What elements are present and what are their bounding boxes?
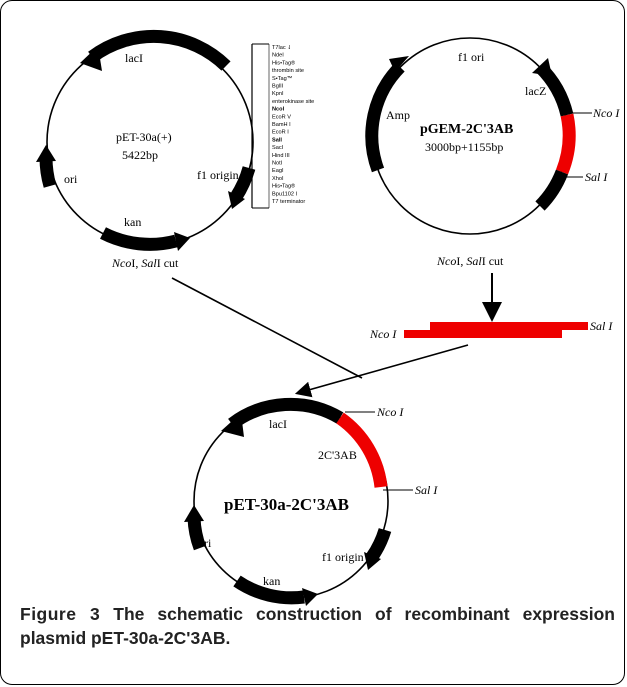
- mcs-site-item: thrombin site: [272, 68, 304, 74]
- pet30a-name: pET-30a(+): [116, 130, 172, 144]
- pet30a-laci-gene: [88, 29, 231, 71]
- pet30a-cut-sep: ,: [135, 256, 141, 270]
- pgem-cut-enzyme2: Sal: [466, 254, 482, 268]
- plasmid-pgem: f1 ori Amp lacZ pGEM-2C'3AB 3000bp+1155b…: [365, 37, 620, 268]
- pgem-cut-numeral2: I: [482, 254, 486, 268]
- recombinant-laci-arrowhead: [221, 413, 244, 437]
- pgem-cut-enzyme1: Nco: [436, 254, 456, 268]
- mcs-site-item: EcoR I: [272, 130, 289, 136]
- pgem-sal-label: Sal I: [585, 170, 608, 184]
- recombinant-f1-gene: [366, 527, 392, 561]
- recombinant-sal-label: Sal I: [415, 483, 438, 497]
- mcs-site-item: Hind III: [272, 153, 290, 159]
- pgem-cut-sep: ,: [460, 254, 466, 268]
- arrow-fragment-to-recombinant: [294, 344, 469, 398]
- pet30a-cut-label: NcoI, SalI cut: [111, 256, 179, 270]
- insert-fragment: Nco I Sal I: [369, 319, 613, 341]
- mcs-site-item: enterokinase site: [272, 99, 314, 105]
- recombinant-f1-arrowhead: [364, 552, 381, 570]
- pet30a-cut-numeral2: I: [157, 256, 161, 270]
- pgem-cut-suffix: cut: [486, 254, 504, 268]
- recombinant-kan-gene: [233, 575, 305, 605]
- recombinant-ori-label: ori: [198, 536, 212, 550]
- pgem-amp-arrowhead: [389, 56, 409, 72]
- pet30a-ori-gene: [39, 157, 57, 188]
- pet30a-laci-arrowhead: [80, 46, 102, 71]
- pet30a-ori-label: ori: [64, 172, 78, 186]
- pgem-name: pGEM-2C'3AB: [420, 122, 513, 137]
- fragment-bottom-strand: [404, 330, 562, 338]
- recombinant-name: pET-30a-2C'3AB: [224, 495, 349, 514]
- pgem-lacz-label: lacZ: [525, 84, 546, 98]
- mcs-site-item: EagI: [272, 168, 284, 174]
- fragment-top-strand: [430, 322, 588, 330]
- recombinant-kan-arrowhead: [302, 588, 318, 606]
- pgem-nco-label: Nco I: [592, 106, 620, 120]
- mcs-site-item: NcoI: [272, 107, 285, 113]
- pet30a-f1-arrowhead: [228, 191, 245, 209]
- pgem-insert-flank: [535, 169, 569, 211]
- caption-text: The schematic construction of recombinan…: [20, 604, 615, 648]
- recombinant-f1-label: f1 origin: [322, 550, 364, 564]
- mcs-site-item: EcoR V: [272, 114, 291, 120]
- caption-figure-number: Figure 3: [20, 604, 101, 624]
- recombinant-ori-arrowhead: [184, 505, 204, 522]
- recombinant-laci-label: lacI: [269, 417, 287, 431]
- mcs-site-item: BglII: [272, 84, 284, 90]
- line-pet30a-to-merge: [171, 277, 363, 379]
- pet30a-cut-suffix: cut: [161, 256, 179, 270]
- pet30a-laci-label: lacI: [125, 51, 143, 65]
- pgem-size: 3000bp+1155bp: [425, 140, 503, 154]
- mcs-site-item: Bpu1102 I: [272, 191, 298, 197]
- pgem-cut-numeral1: I: [456, 254, 460, 268]
- mcs-site-item: T7 terminator: [272, 199, 305, 205]
- pgem-insert: [555, 113, 576, 175]
- pet30a-kan-arrowhead: [174, 232, 190, 251]
- pgem-cut-label: NcoI, SalI cut: [436, 254, 504, 268]
- recombinant-insert-label: 2C'3AB: [318, 448, 357, 462]
- mcs-site-item: NdeI: [272, 53, 284, 59]
- mcs-site-item: SacI: [272, 145, 284, 151]
- pgem-lacz-arrowhead: [532, 58, 552, 76]
- pet30a-cut-enzyme1: Nco: [111, 256, 131, 270]
- mcs-site-item: S•Tag™: [272, 76, 292, 82]
- recombinant-laci-gene: [228, 397, 344, 430]
- mcs-site-item: NotI: [272, 161, 283, 167]
- figure-caption: Figure 3 The schematic construction of r…: [20, 602, 615, 650]
- pgem-f1-label: f1 ori: [458, 50, 485, 64]
- pet30a-kan-gene: [100, 227, 178, 251]
- recombinant-nco-label: Nco I: [376, 405, 404, 419]
- mcs-site-item: His•Tag®: [272, 183, 296, 190]
- pet30a-cut-enzyme2: Sal: [141, 256, 157, 270]
- mcs-site-item: XhoI: [272, 176, 284, 182]
- pet30a-cut-numeral1: I: [131, 256, 135, 270]
- recombinant-insert: [336, 412, 388, 488]
- mcs-site-item: T7lac ⇃: [272, 44, 292, 51]
- mcs-site-item: BamH I: [272, 122, 291, 128]
- plasmid-recombinant: Nco I Sal I lacI 2C'3AB pET-30a-2C'3AB o…: [184, 397, 438, 606]
- mcs-site-item: KpnI: [272, 91, 284, 97]
- fragment-nco-label: Nco I: [369, 327, 397, 341]
- fragment-sal-label: Sal I: [590, 319, 613, 333]
- pet30a-ori-arrowhead: [36, 145, 56, 162]
- pgem-amp-label: Amp: [386, 108, 410, 122]
- recombinant-kan-label: kan: [263, 574, 280, 588]
- mcs-site-item: SalI: [272, 137, 282, 143]
- pgem-amp-gene: [365, 62, 405, 173]
- pet30a-f1-label: f1 origin: [197, 168, 239, 182]
- mcs-site-item: His•Tag®: [272, 59, 296, 66]
- pet30a-size: 5422bp: [122, 148, 158, 162]
- pet30a-kan-label: kan: [124, 215, 141, 229]
- plasmid-pet30a: lacI ori kan f1 origin pET-30a(+) 5422bp…: [36, 29, 314, 270]
